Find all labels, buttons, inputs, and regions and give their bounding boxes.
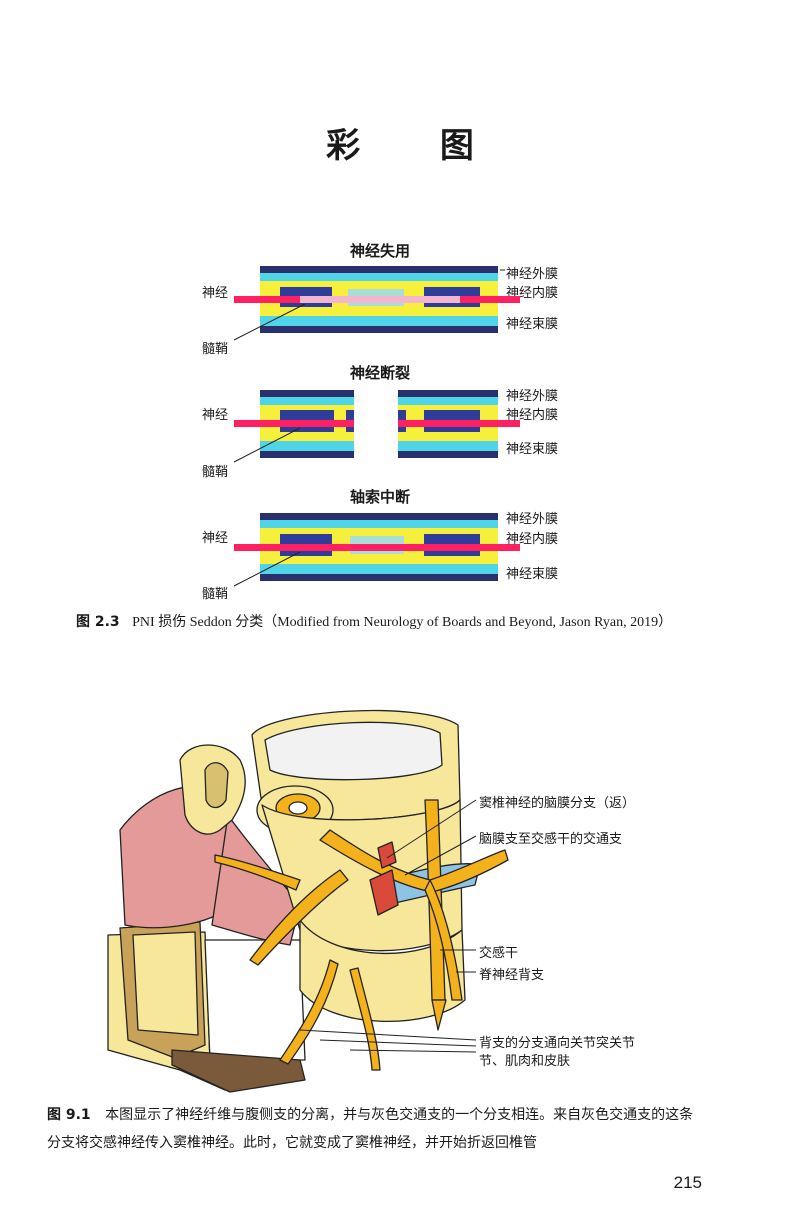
dorsal-branches-label-line2: 节、肌肉和皮肤	[479, 1050, 570, 1069]
dorsal-branches-label-line1: 背支的分支通向关节突关节	[479, 1032, 635, 1051]
figure-caption: 图 9.1 本图显示了神经纤维与腹侧支的分离，并与灰色交通支的一个分支相连。来自…	[47, 1104, 693, 1124]
communicating-branch-label: 脑膜支至交感干的交通支	[479, 828, 622, 847]
sinuvertebral-meningeal-branch-label: 窦椎神经的脑膜分支（返）	[479, 792, 635, 811]
dorsal-ramus-label: 脊神经背支	[479, 964, 544, 983]
page-number: 215	[674, 1173, 702, 1193]
sympathetic-trunk-label: 交感干	[479, 942, 518, 961]
spinal-anatomy-illustration	[0, 0, 800, 1100]
caption-number: 图 9.1	[47, 1107, 91, 1123]
caption-text-line1: 本图显示了神经纤维与腹侧支的分离，并与灰色交通支的一个分支相连。来自灰色交通支的…	[105, 1107, 693, 1123]
caption-text-line2: 分支将交感神经传入窦椎神经。此时，它就变成了窦椎神经，并开始折返回椎管	[47, 1132, 537, 1152]
